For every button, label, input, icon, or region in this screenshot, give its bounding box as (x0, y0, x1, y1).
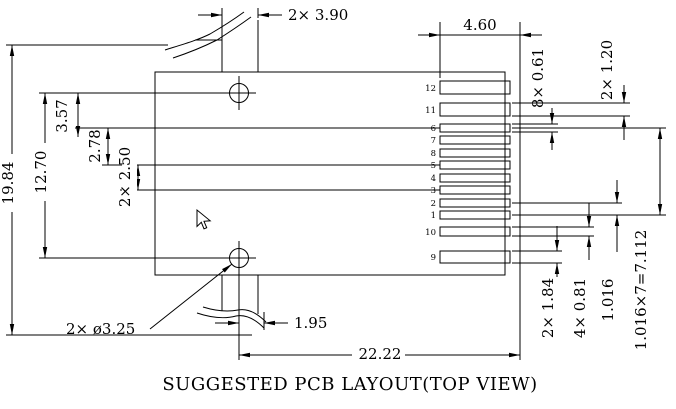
text-gap (38, 143, 53, 201)
text-gap (122, 152, 137, 203)
dim-pad-length: 4.60 (463, 16, 496, 34)
pad (439, 160, 511, 170)
pad (439, 210, 511, 220)
body-outline (154, 20, 506, 314)
dim-4x0-81: 4× 0.81 (571, 278, 589, 338)
dim-2x2-50: 2× 2.50 (116, 147, 134, 207)
pin-label: 5 (431, 161, 436, 171)
text-gap (60, 96, 75, 136)
dim-hole-diameter: 2× ø3.25 (66, 320, 135, 338)
dim-2-78: 2.78 (86, 129, 104, 162)
crosshair-lines (222, 76, 256, 275)
pin-label: 1 (431, 211, 436, 221)
pad (439, 148, 511, 158)
pad (439, 226, 511, 237)
dim-3-57: 3.57 (53, 99, 71, 132)
leader-line (149, 263, 233, 330)
pad (439, 250, 511, 264)
dim-total-height: 19.84 (0, 162, 17, 205)
dim-pad-width-large: 2× 1.20 (598, 40, 616, 100)
pad (439, 102, 511, 117)
dim-pad-width-small: 8× 0.61 (529, 48, 547, 108)
pin-label: 4 (431, 174, 436, 184)
pad (439, 135, 511, 145)
pin-label: 7 (431, 136, 436, 146)
pin-label: 3 (431, 186, 436, 196)
dim-hole-spacing: 12.70 (32, 151, 50, 194)
pad (439, 173, 511, 183)
pin-label: 2 (431, 199, 436, 209)
dim-tab-width: 2× 3.90 (288, 6, 348, 24)
dim-1-95: 1.95 (294, 314, 327, 332)
text-gap (5, 154, 20, 212)
pin-label: 9 (431, 253, 436, 263)
solder-pads (439, 80, 511, 264)
pad (439, 80, 511, 95)
break-lines (164, 11, 267, 329)
drawing-title: SUGGESTED PCB LAYOUT(TOP VIEW) (162, 374, 537, 395)
pin-label: 12 (425, 84, 436, 94)
pad (439, 198, 511, 208)
extension-lines (6, 8, 666, 360)
dim-2x1-84: 2× 1.84 (539, 278, 557, 338)
dimension-lines (9, 12, 663, 358)
pin-label: 8 (431, 149, 436, 159)
pin-label: 6 (431, 124, 436, 134)
dim-pitch-total: 1.016×7=7.112 (632, 230, 650, 351)
dim-pitch: 1.016 (599, 279, 617, 322)
cursor-icon (196, 208, 212, 230)
pad (439, 185, 511, 195)
pin-labels: 12 11 6 7 8 5 4 3 2 1 10 9 (425, 84, 436, 263)
dim-total-width: 22.22 (359, 345, 402, 363)
pin-label: 11 (425, 106, 436, 116)
pin-label: 10 (425, 228, 436, 238)
pad (439, 123, 511, 133)
